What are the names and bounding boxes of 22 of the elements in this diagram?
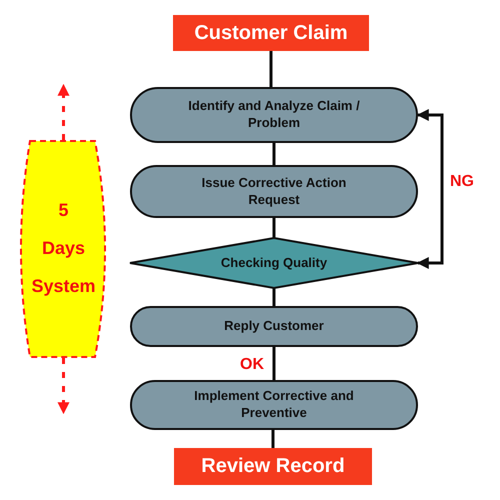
direction-arrow [58,84,70,140]
period-text: 5 Days System [30,199,97,298]
connector [416,109,444,269]
process-box [130,306,418,347]
terminal-box: Customer Claim [173,15,369,51]
connector [272,288,276,306]
direction-arrow [58,358,70,414]
step-text: Identify and Analyze Claim / Problem [187,98,361,132]
process-box [130,165,418,218]
connector [272,218,276,238]
process-box [130,380,418,430]
connector [272,143,276,165]
period-badge [20,140,107,358]
connector [272,430,274,448]
connector [270,51,272,87]
step-text: Implement Corrective and Preventive [193,388,355,422]
step-text: Issue Corrective Action Request [200,174,348,208]
connector [272,347,276,380]
step-text: Reply Customer [224,318,324,335]
decision-diamond [130,238,418,288]
decision-text: Checking Quality [220,254,328,272]
terminal-box: Review Record [174,448,372,485]
